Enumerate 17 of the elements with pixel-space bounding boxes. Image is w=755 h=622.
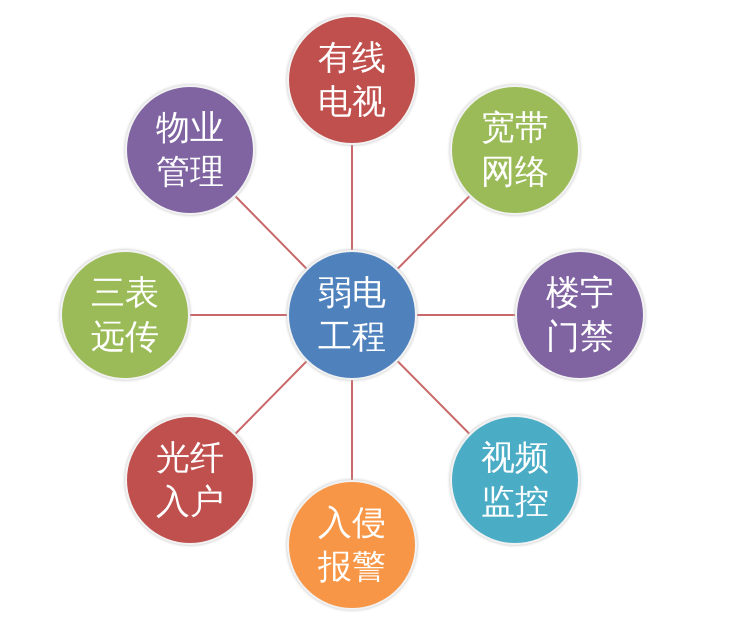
connector-line [351,145,353,250]
connector-line [417,314,515,316]
connector-line [190,314,287,316]
circle-label: 三表远传 [90,272,160,359]
connector-line [396,360,470,434]
circle-label: 光纤入户 [155,436,225,524]
circle-label: 入侵报警 [317,502,387,589]
circle-label: 有线电视 [317,36,387,124]
connector-line [351,380,353,480]
circle-label: 宽带网络 [480,106,550,194]
circle-label: 弱电工程 [317,272,387,359]
connector-line [234,196,308,270]
connector-line [396,196,470,270]
circle-label: 视频监控 [480,436,550,524]
connector-line [234,360,308,434]
circle-label: 物业管理 [155,106,225,194]
circle-label: 楼宇门禁 [545,272,615,359]
